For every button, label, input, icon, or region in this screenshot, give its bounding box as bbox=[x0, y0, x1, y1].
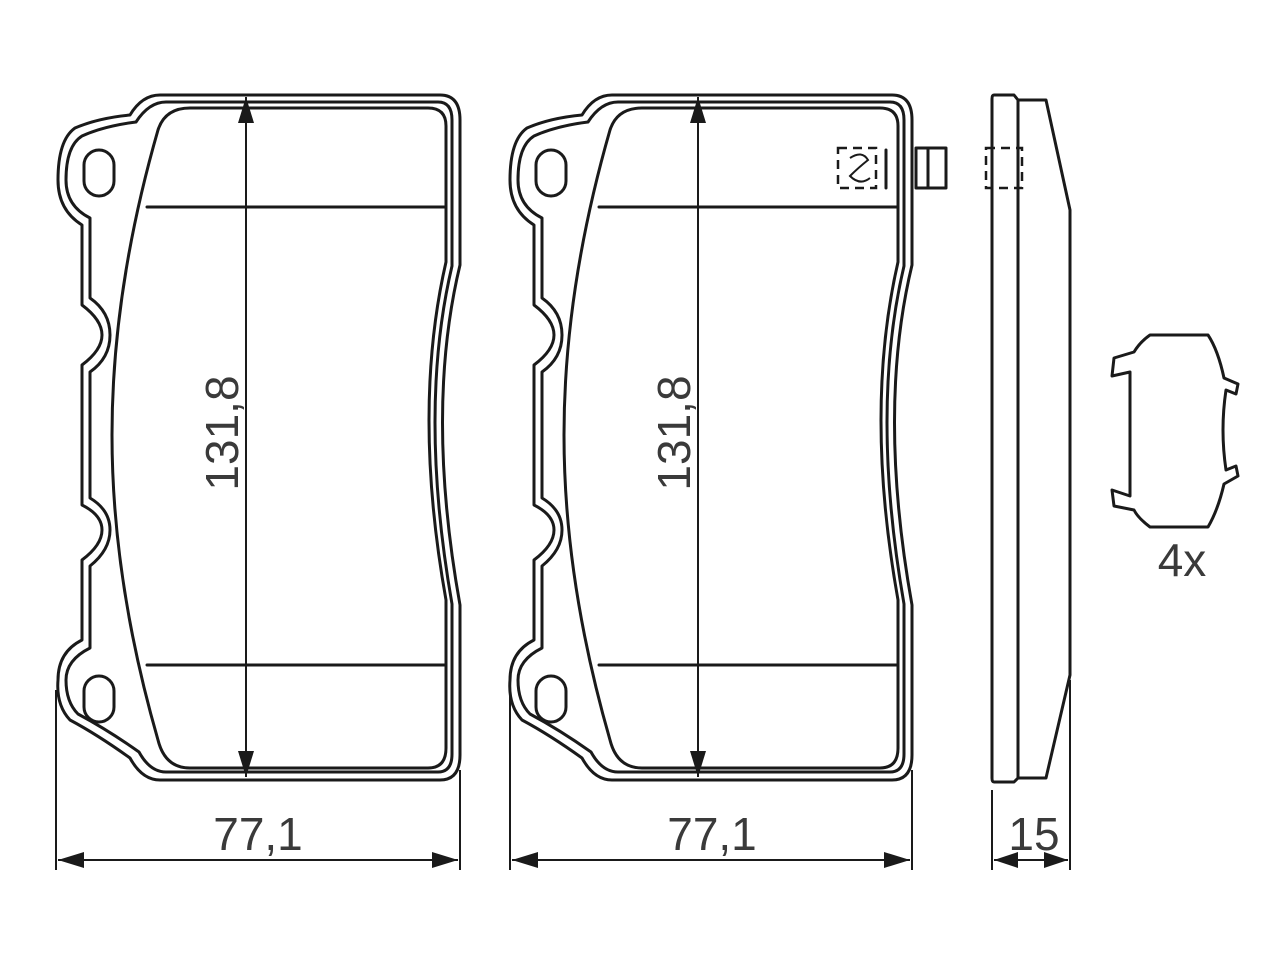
width-arrow-start-right bbox=[512, 852, 538, 868]
width-label-right: 77,1 bbox=[667, 808, 757, 860]
height-arrow-top-right bbox=[690, 97, 706, 123]
wear-sensor bbox=[836, 146, 1024, 190]
height-label-left: 131,8 bbox=[196, 375, 248, 490]
width-arrow-start-left bbox=[58, 852, 84, 868]
clip-quantity-label: 4x bbox=[1158, 534, 1207, 586]
height-arrow-top-left bbox=[238, 97, 254, 123]
anti-rattle-clip: 4x bbox=[1110, 333, 1240, 586]
thickness-arrow-start bbox=[994, 852, 1018, 868]
thickness-arrow-end bbox=[1044, 852, 1068, 868]
width-arrow-end-right bbox=[884, 852, 910, 868]
height-arrow-bottom-right bbox=[690, 751, 706, 777]
thickness-label: 15 bbox=[1008, 808, 1059, 860]
width-label-left: 77,1 bbox=[213, 808, 303, 860]
width-arrow-end-left bbox=[432, 852, 458, 868]
side-view: 15 bbox=[990, 93, 1072, 870]
brake-pad-right: 131,8 77,1 bbox=[508, 93, 1024, 870]
height-label-right: 131,8 bbox=[648, 375, 700, 490]
brake-pad-left: 131,8 77,1 bbox=[55, 93, 462, 870]
height-arrow-bottom-left bbox=[238, 751, 254, 777]
